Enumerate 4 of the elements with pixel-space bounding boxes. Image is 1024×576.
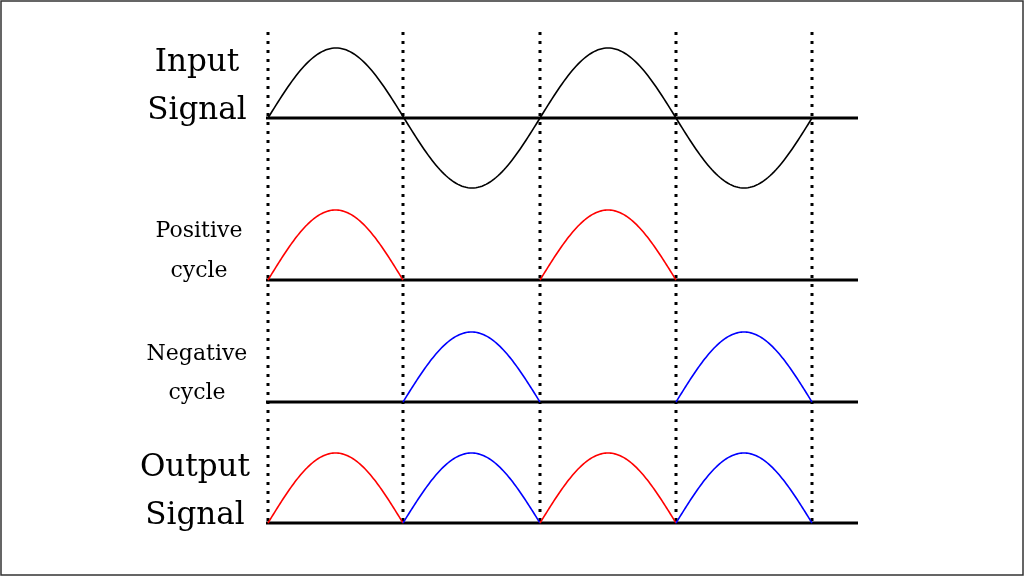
signal-label: Input Signal — [147, 41, 247, 128]
signal-label: Output Signal — [139, 446, 251, 533]
signal-label: Negative cycle — [146, 339, 248, 406]
signal-label: Positive cycle — [155, 216, 243, 284]
